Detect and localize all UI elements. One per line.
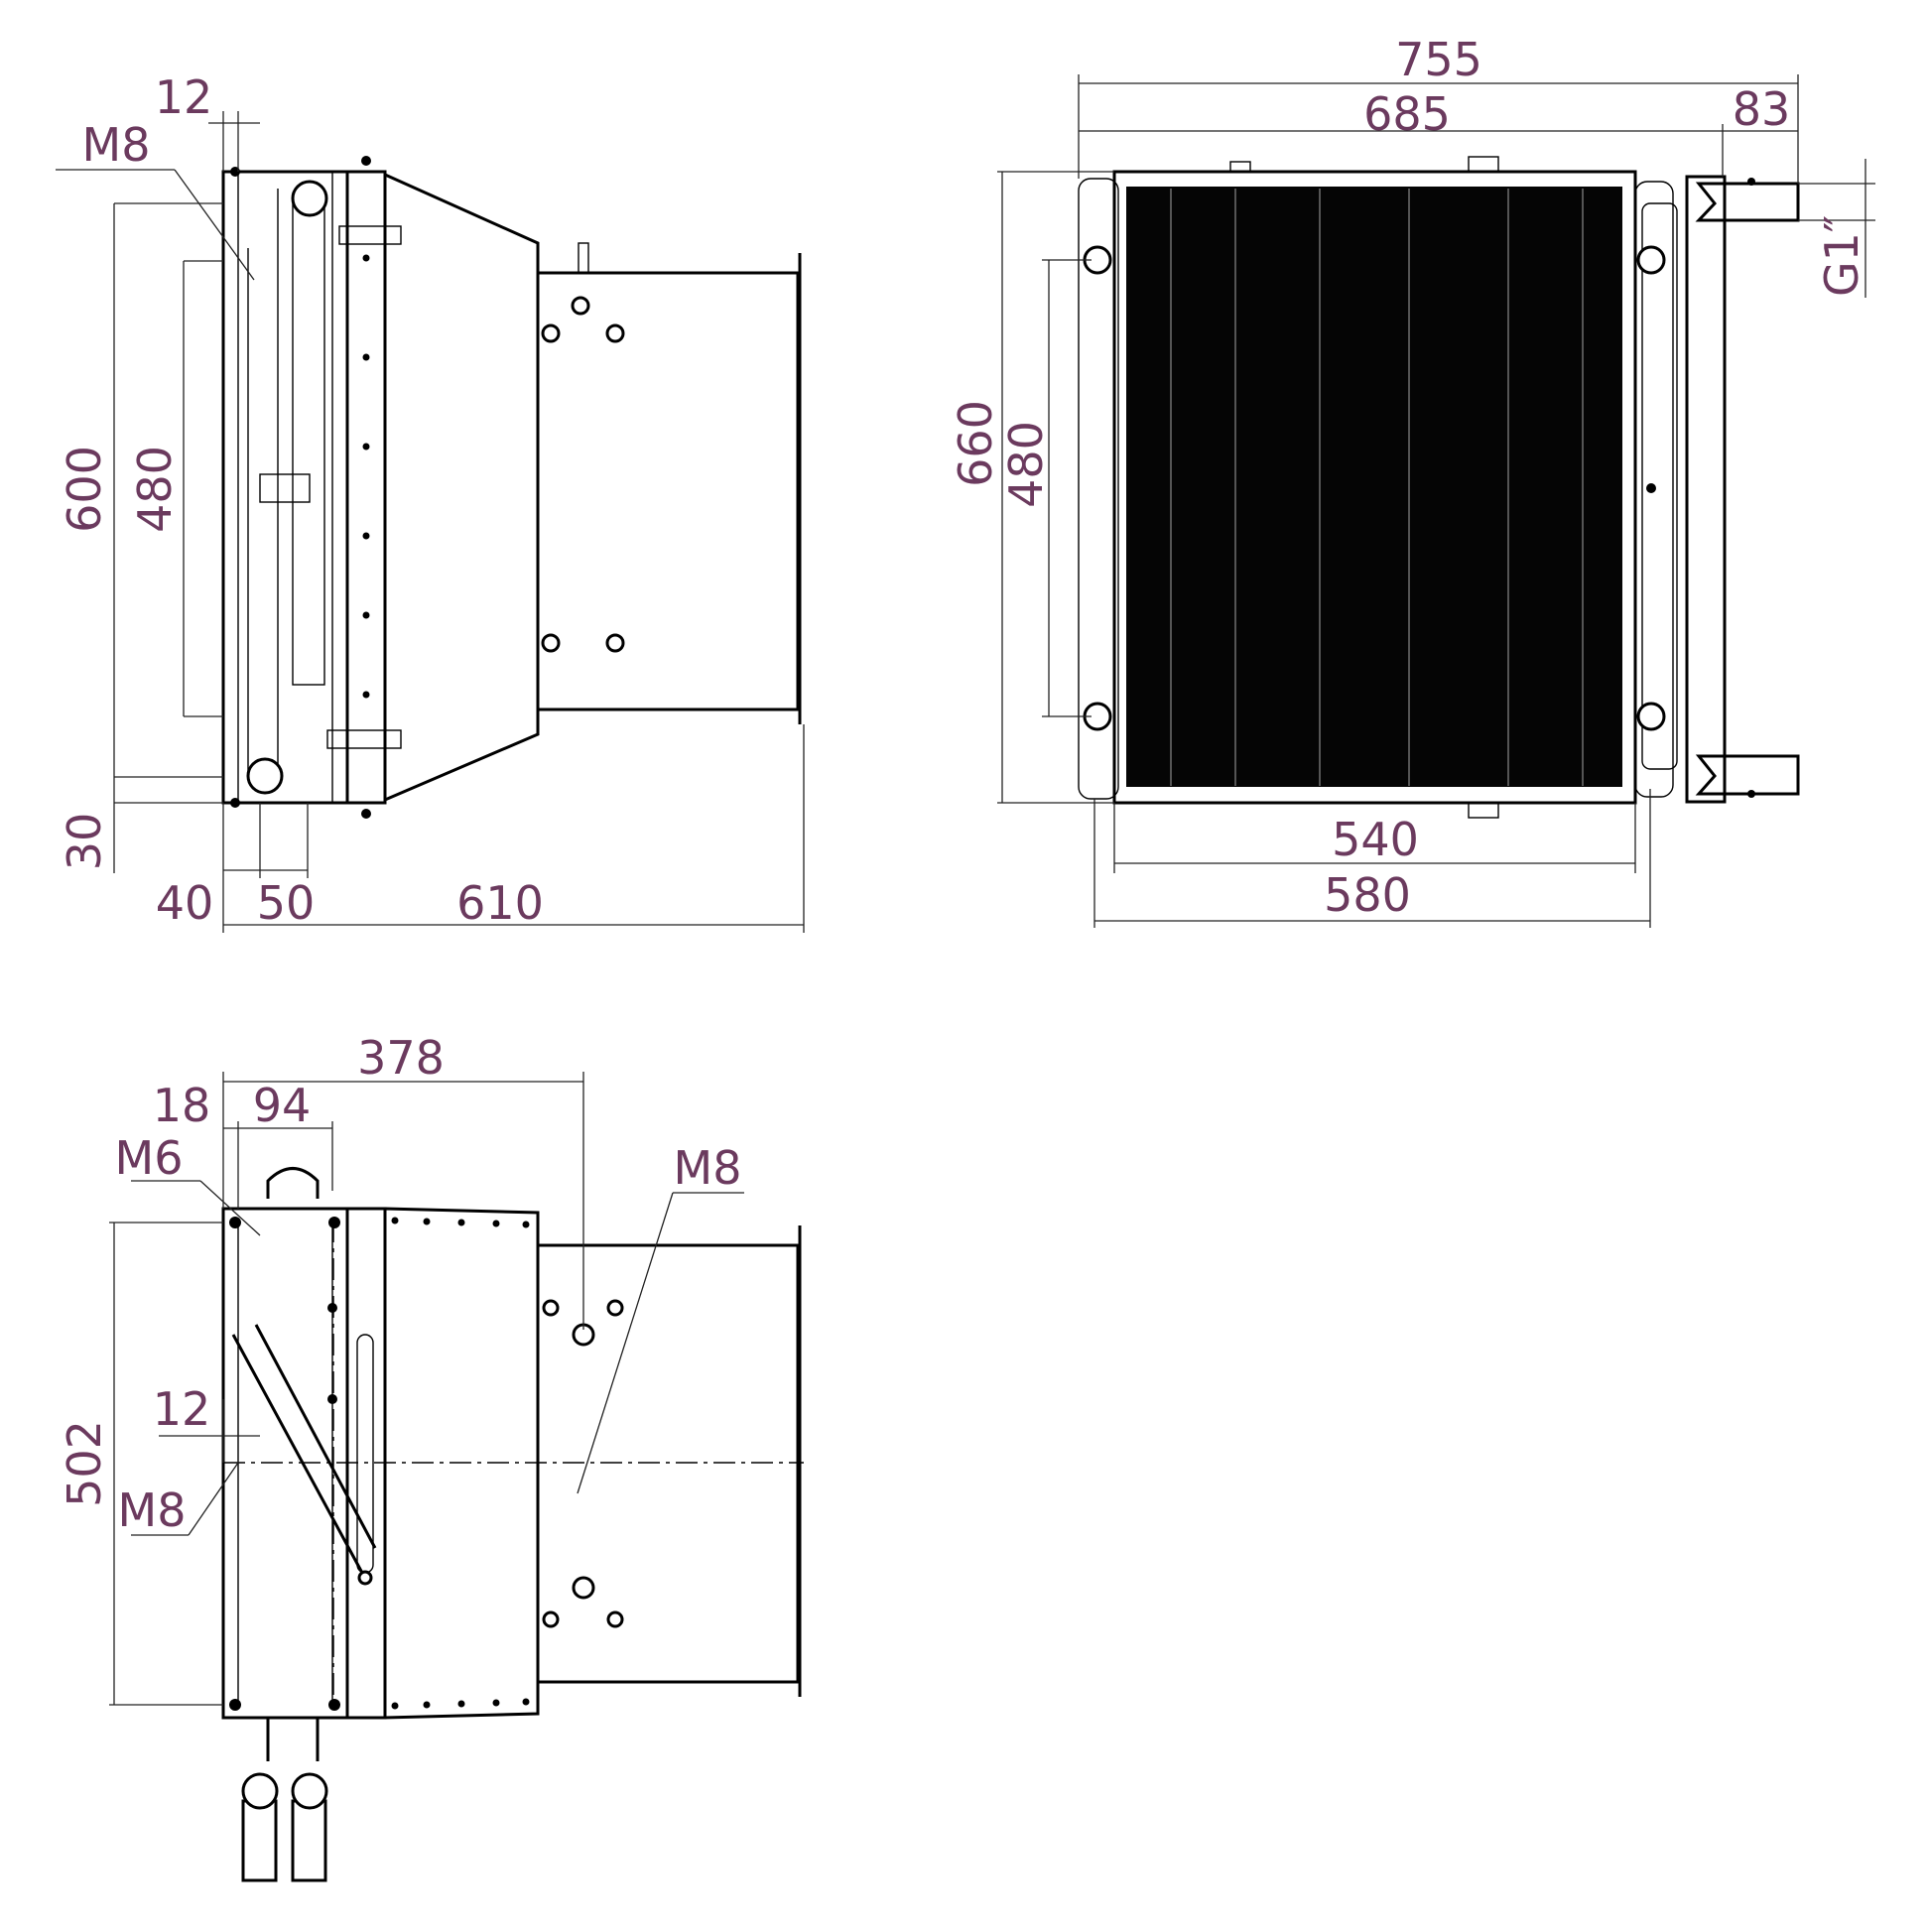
top-return-bend [266,1167,320,1199]
side-fan-cone [383,172,540,803]
pipe-connection-bottom [246,757,284,795]
left-header-bends [1078,178,1119,800]
dim-top-length-378: 378 [357,1031,445,1085]
top-fan-body [536,1243,800,1684]
top-motor-mounts [542,1299,624,1628]
front-dimension-lines [997,74,1875,928]
top-view: 378 18 94 M6 M8 502 12 M8 [58,1031,804,1882]
dim-side-bottom-offset: 30 [58,813,111,871]
dim-top-offset-18: 18 [153,1079,211,1132]
dim-side-depth-50: 50 [257,876,316,930]
side-fan-body [536,271,800,711]
front-coil-fins [1126,187,1622,787]
latch-bottom [326,729,402,749]
top-corner-bolts [229,1217,340,1711]
side-lifting-eye [578,242,589,274]
thread-label-m8-left: M8 [118,1483,187,1537]
right-header-bends [1634,181,1678,798]
front-view: 755 685 83 660 480 G1″ 540 580 [949,33,1875,928]
thread-label-m6: M6 [115,1131,184,1185]
dim-side-height-inner: 480 [128,446,182,533]
dim-top-offset-12: 12 [153,1382,211,1436]
dim-front-width-580: 580 [1324,868,1411,922]
dim-top-width-94: 94 [253,1079,312,1132]
dim-side-top-offset: 12 [155,70,213,124]
top-pipe-stubs [241,1718,328,1882]
side-view: 12 M8 600 480 30 40 50 610 [56,70,805,933]
pipe-thread-label: G1″ [1815,215,1868,297]
dim-top-height-502: 502 [58,1420,111,1507]
thread-label-side: M8 [82,118,151,172]
top-housing-rivets [391,1217,530,1710]
dim-front-width-540: 540 [1332,813,1419,866]
connection-header [1685,175,1800,804]
dim-side-height-total: 600 [58,446,111,533]
dim-front-width-total: 755 [1395,33,1482,86]
dim-front-width-coil: 685 [1363,87,1451,141]
dim-side-depth-40: 40 [156,876,214,930]
side-motor-mounts [541,296,625,653]
dim-front-height-total: 660 [949,400,1002,487]
side-frame-bolts [230,156,371,819]
top-dimension-lines [109,1072,584,1706]
side-coil-frame [221,170,349,805]
front-coil-fin-lines [1170,189,1584,786]
dim-front-height-inner: 480 [999,421,1053,508]
dim-front-connection: 83 [1733,82,1791,136]
side-fan-frame [345,170,387,805]
latch-top [338,225,402,245]
dim-side-length: 610 [456,876,544,930]
thread-label-m8-right: M8 [674,1141,742,1195]
side-dimension-lines [113,111,805,933]
pipe-connection-top [291,180,328,217]
top-fan-housing [383,1207,540,1720]
